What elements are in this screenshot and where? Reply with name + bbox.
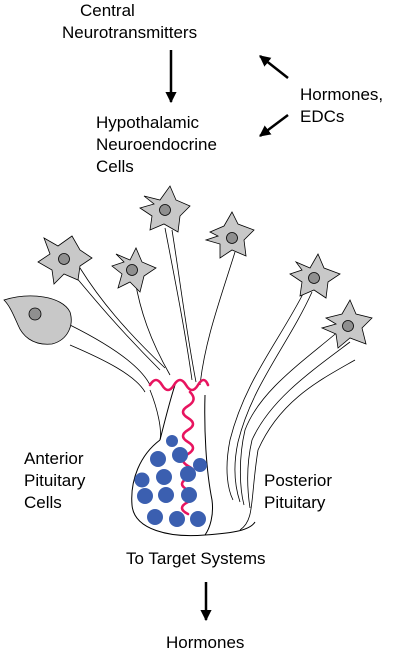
neuron-nucleus	[159, 204, 171, 216]
pituitary-cell-group	[134, 435, 207, 527]
label-line: Posterior	[264, 471, 333, 490]
pituitary-cell	[193, 458, 207, 472]
neuron-nucleus	[226, 232, 238, 244]
label-line: Hypothalamic	[96, 113, 199, 132]
pituitary-cell	[156, 469, 172, 485]
neuron-group	[3, 185, 373, 349]
label-hormones-output: Hormones	[166, 633, 245, 652]
label-hypothalamic-cells: Hypothalamic Neuroendocrine Cells	[96, 112, 217, 178]
pituitary-cell	[137, 488, 153, 504]
label-line: Neuroendocrine	[96, 135, 217, 154]
label-to-target-systems: To Target Systems	[126, 549, 266, 568]
pituitary-outline	[131, 439, 256, 537]
label-line: Pituitary	[24, 471, 86, 490]
pituitary-cell	[150, 451, 166, 467]
pituitary-cell	[172, 447, 188, 463]
label-line: EDCs	[300, 107, 345, 126]
pituitary-cell	[158, 487, 174, 503]
label-line: Cells	[24, 493, 62, 512]
axon-group	[69, 227, 356, 531]
pituitary-cell	[180, 466, 196, 482]
neuron-nucleus	[308, 272, 320, 284]
label-hormones-edcs: Hormones, EDCs	[300, 84, 383, 128]
label-line: Cells	[96, 157, 134, 176]
label-central-neurotransmitters: Central Neurotransmitters	[62, 0, 197, 44]
label-line: Central	[80, 1, 135, 20]
neuron-nucleus	[126, 264, 138, 276]
arrow-hormones-to-hypothalamus	[259, 114, 289, 137]
neuron-nucleus	[342, 320, 354, 332]
label-line: Anterior	[24, 449, 84, 468]
label-line: Neurotransmitters	[62, 23, 198, 42]
arrow-hormones-to-neurotransmitters	[259, 55, 289, 79]
infundibulum-left	[159, 384, 176, 441]
label-posterior-pituitary: Posterior Pituitary	[264, 470, 332, 514]
label-line: Hormones,	[300, 85, 384, 104]
pituitary-divider	[204, 394, 213, 536]
neuron-nucleus	[58, 253, 70, 265]
neuron-cell-oval	[3, 295, 72, 345]
pituitary-cell	[190, 511, 206, 527]
pituitary-cell	[147, 509, 163, 525]
label-anterior-pituitary: Anterior Pituitary Cells	[24, 448, 85, 514]
pituitary-cell	[169, 511, 185, 527]
pituitary-cell	[134, 472, 150, 488]
label-line: Pituitary	[264, 493, 326, 512]
pituitary-cell	[166, 435, 178, 447]
neuron-nucleus	[28, 307, 42, 321]
pituitary-cell	[181, 487, 197, 503]
